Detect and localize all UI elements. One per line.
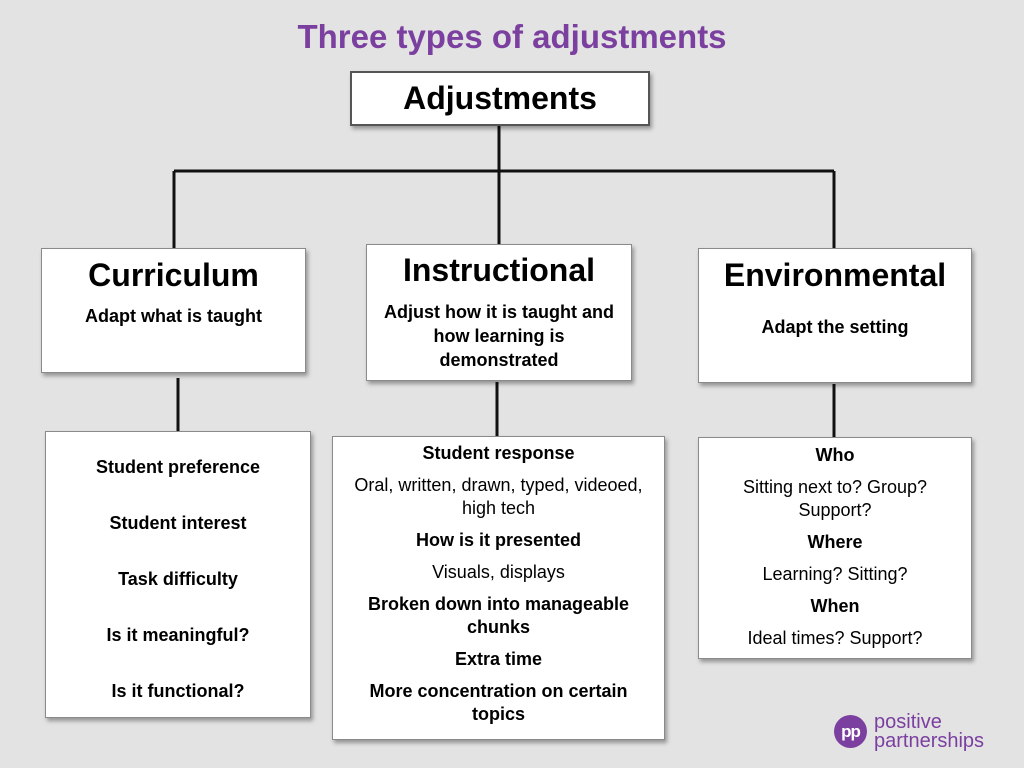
instructional-box: Instructional Adjust how it is taught an… xyxy=(366,244,632,381)
environmental-box: Environmental Adapt the setting xyxy=(698,248,972,383)
curriculum-box: Curriculum Adapt what is taught xyxy=(41,248,306,373)
curriculum-detail-item: Student interest xyxy=(109,513,247,533)
curriculum-detail-item: Task difficulty xyxy=(118,569,238,589)
adjustments-root-box: Adjustments xyxy=(350,71,650,126)
curriculum-subtitle: Adapt what is taught xyxy=(85,306,262,327)
environmental-title: Environmental xyxy=(723,257,947,293)
instructional-detail-text: Oral, written, drawn, typed, videoed, hi… xyxy=(354,475,643,518)
slide-title: Three types of adjustments xyxy=(297,18,727,55)
environmental-detail-heading: Who xyxy=(815,445,855,465)
curriculum-detail-item: Student preference xyxy=(95,457,261,477)
logo-line-1: positive xyxy=(874,711,942,733)
instructional-detail-heading: Student response xyxy=(422,443,575,463)
environmental-detail-text: Sitting next to? Group? Support? xyxy=(742,477,928,520)
environmental-detail-text: Ideal times? Support? xyxy=(747,628,923,648)
curriculum-detail-item: Is it meaningful? xyxy=(106,625,250,645)
environmental-detail-heading: Where xyxy=(807,532,863,552)
curriculum-title: Curriculum xyxy=(88,257,259,293)
logo-mark-icon: pp xyxy=(834,715,867,748)
instructional-subtitle: Adjust how it is taught and how learning… xyxy=(384,302,614,371)
logo-line-2: partnerships xyxy=(874,730,985,752)
instructional-detail-text: Visuals, displays xyxy=(432,562,565,582)
environmental-detail-text: Learning? Sitting? xyxy=(762,564,908,584)
environmental-subtitle: Adapt the setting xyxy=(761,317,909,338)
instructional-detail-heading: How is it presented xyxy=(415,530,582,550)
instructional-detail-heading: Broken down into manageable chunks xyxy=(367,594,630,637)
instructional-title: Instructional xyxy=(402,252,595,288)
positive-partnerships-logo: pp positive partnerships xyxy=(834,711,1014,755)
instructional-detail-heading: More concentration on certain topics xyxy=(369,681,628,724)
instructional-detail-heading: Extra time xyxy=(454,649,543,669)
environmental-detail-heading: When xyxy=(810,596,860,616)
logo-text: positive partnerships xyxy=(874,711,985,752)
curriculum-detail-item: Is it functional? xyxy=(111,681,245,701)
